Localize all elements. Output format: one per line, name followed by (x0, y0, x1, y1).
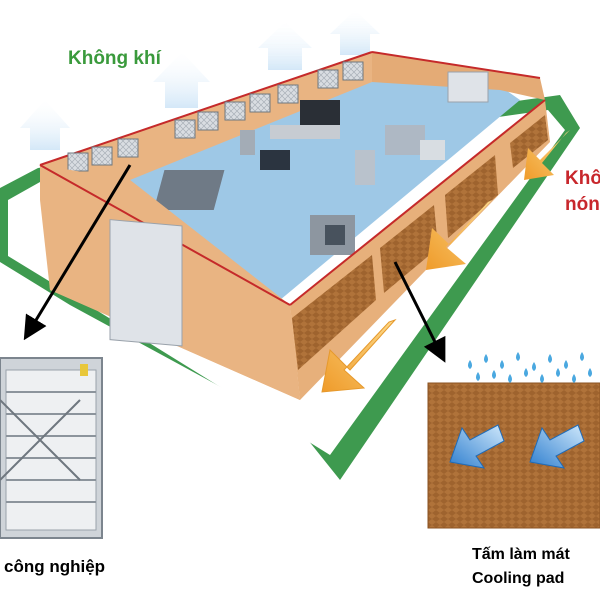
exhaust-fan-icon (67, 61, 364, 172)
factory-machines (153, 100, 445, 255)
pointer-arrow-icon (23, 164, 446, 363)
hot-air-arrow-icon (321, 130, 570, 393)
cooling-pad-closeup (427, 382, 600, 529)
label-air-cool: Không khí (68, 48, 161, 69)
label-fan: công nghiệp (4, 557, 106, 576)
rising-air-arrows (20, 10, 380, 150)
label-air-hot-line1: Khô (565, 168, 600, 189)
label-air-hot: Khô nón (565, 166, 600, 218)
label-pad-line2: Cooling pad (472, 570, 565, 587)
label-air-hot-line2: nón (565, 194, 600, 215)
industrial-fan-unit (0, 357, 103, 539)
cool-air-arrow-icon (449, 424, 505, 469)
cooling-pad-icon (292, 115, 548, 370)
label-cooling-pad: Tấm làm mát Cooling pad (472, 543, 570, 591)
label-pad-line1: Tấm làm mát (472, 546, 570, 563)
water-drop-icon (468, 352, 592, 383)
